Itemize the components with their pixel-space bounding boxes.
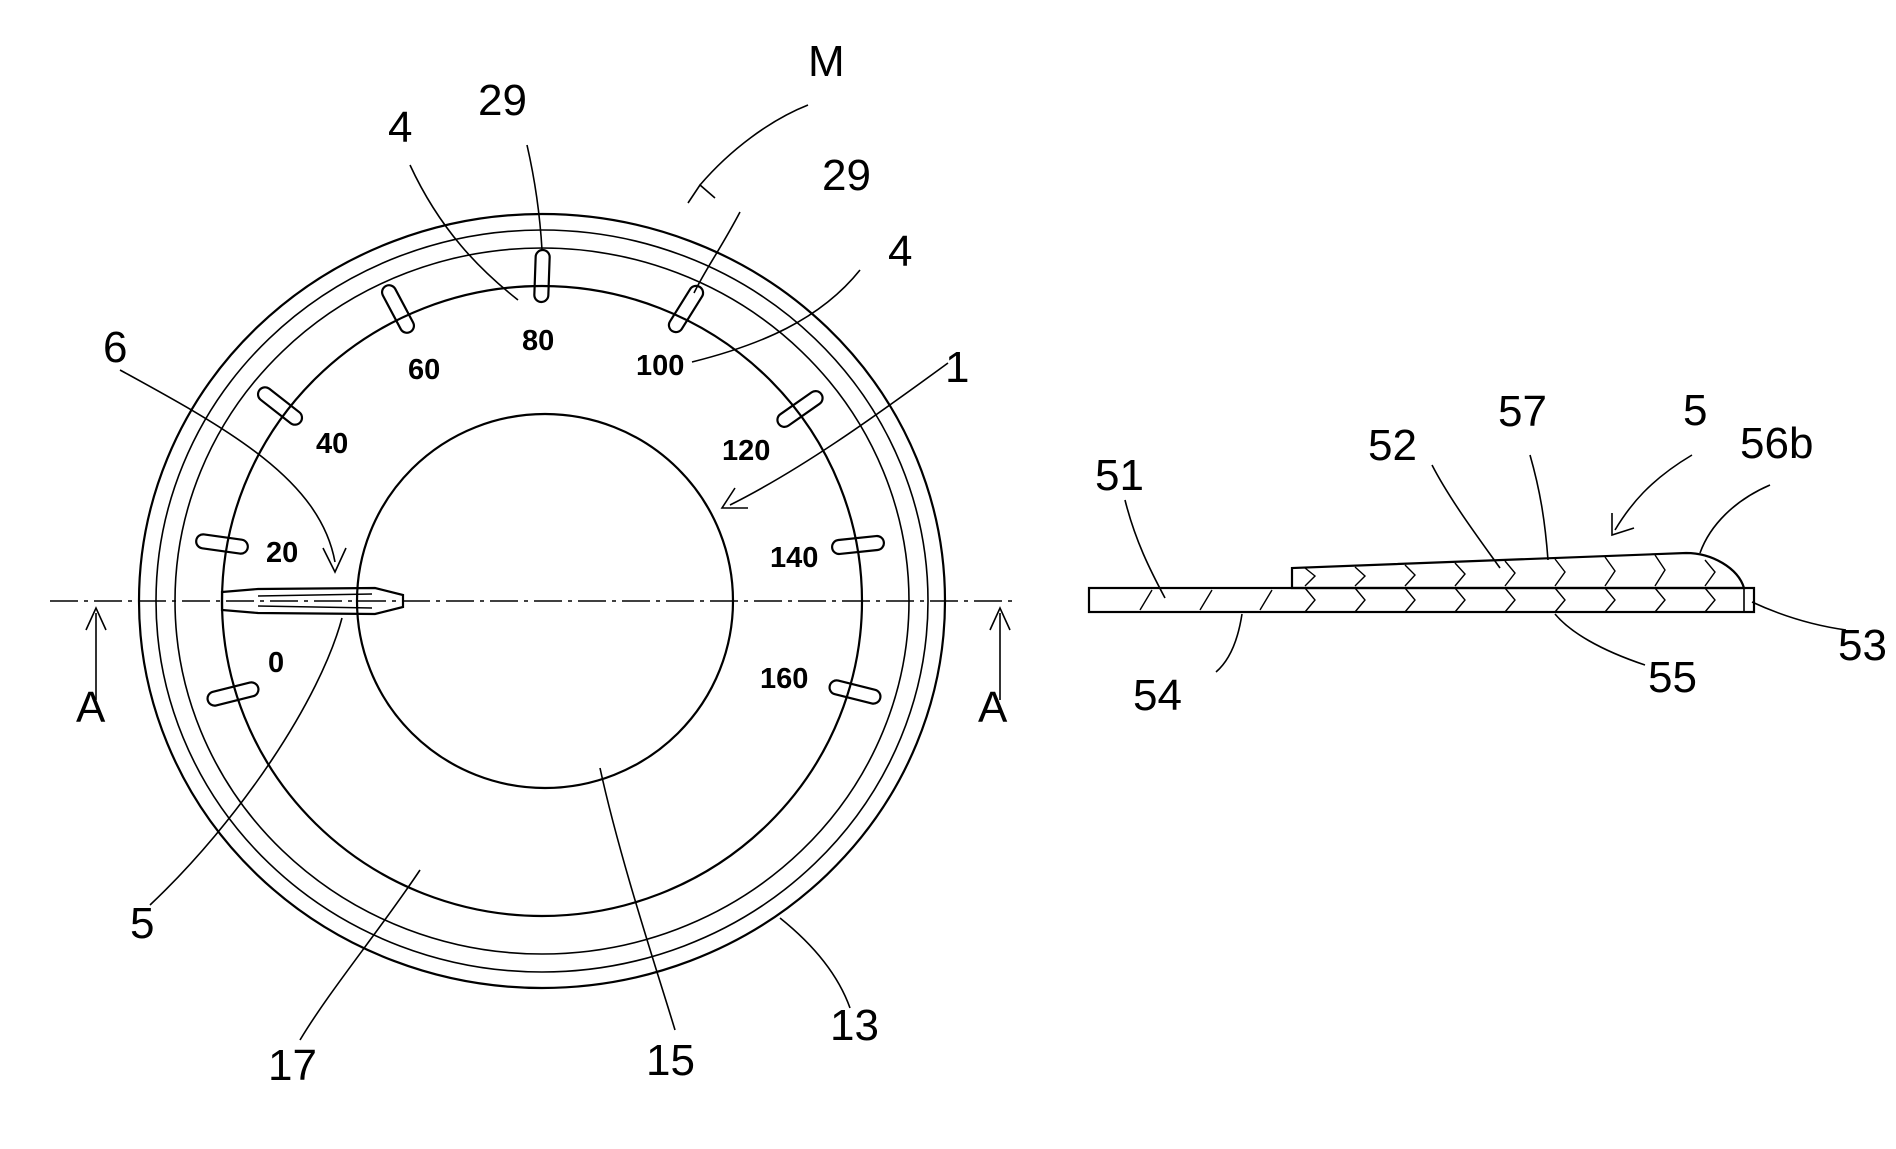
section-mark-right: A [978, 683, 1008, 732]
leader-54 [1216, 614, 1242, 672]
scale-marks [195, 250, 884, 707]
dial-label-0: 0 [268, 647, 284, 679]
arrow-M [688, 185, 715, 203]
leader-17 [300, 870, 420, 1040]
dial-label-60: 60 [408, 354, 440, 386]
leader-29b [694, 212, 740, 293]
leader-55 [1555, 614, 1645, 665]
needle-inner-top [258, 594, 372, 596]
ref-1: 1 [945, 343, 969, 392]
side-view: 51 52 57 5 56b 53 54 55 [1089, 386, 1887, 720]
ref-17: 17 [268, 1041, 317, 1090]
leader-29a [527, 145, 542, 250]
ref-M: M [808, 37, 845, 86]
ref-15: 15 [646, 1036, 695, 1085]
dial-labels: 0 20 40 60 80 100 120 140 160 [266, 325, 818, 695]
leader-M [700, 105, 808, 185]
ref-57: 57 [1498, 387, 1547, 436]
leader-56b [1700, 485, 1770, 553]
dial-label-80: 80 [522, 325, 554, 357]
ref-53: 53 [1838, 621, 1887, 670]
ref-4-a: 4 [388, 103, 412, 152]
front-view: 0 20 40 60 80 100 120 140 160 [50, 37, 1015, 1090]
ref-6: 6 [103, 323, 127, 372]
ref-29-b: 29 [822, 151, 871, 200]
leader-13 [780, 918, 850, 1008]
hatch-base [1140, 590, 1272, 610]
dial-label-20: 20 [266, 537, 298, 569]
dial-label-160: 160 [760, 663, 808, 695]
ref-5-side: 5 [1683, 386, 1707, 435]
ref-55: 55 [1648, 653, 1697, 702]
leader-5 [150, 618, 342, 905]
base-plate-51 [1089, 588, 1754, 612]
ref-52: 52 [1368, 421, 1417, 470]
scale-mark-160 [828, 679, 882, 705]
dial-label-100: 100 [636, 350, 684, 382]
scale-mark-80 [534, 250, 550, 302]
hatch-layer [1305, 555, 1715, 612]
leader-lines [120, 105, 948, 1040]
ref-51: 51 [1095, 451, 1144, 500]
dial-label-140: 140 [770, 542, 818, 574]
leader-4b [692, 270, 860, 362]
ref-54: 54 [1133, 671, 1182, 720]
section-mark-left: A [76, 683, 106, 732]
leader-6 [120, 370, 335, 562]
ref-4-b: 4 [888, 227, 912, 276]
dial-label-120: 120 [722, 435, 770, 467]
ref-29-a: 29 [478, 76, 527, 125]
leader-57 [1530, 455, 1548, 560]
ref-56b: 56b [1740, 419, 1813, 468]
dial-label-40: 40 [316, 428, 348, 460]
leader-52 [1432, 465, 1500, 568]
ref-5-front: 5 [130, 899, 154, 948]
side-leaders [1125, 455, 1846, 672]
needle-inner-bottom [258, 606, 372, 608]
scale-mark-20 [195, 533, 248, 554]
leader-5-side [1615, 455, 1692, 530]
leader-15 [600, 768, 675, 1030]
leader-53 [1752, 602, 1846, 630]
leader-51 [1125, 500, 1165, 598]
ref-13: 13 [830, 1001, 879, 1050]
